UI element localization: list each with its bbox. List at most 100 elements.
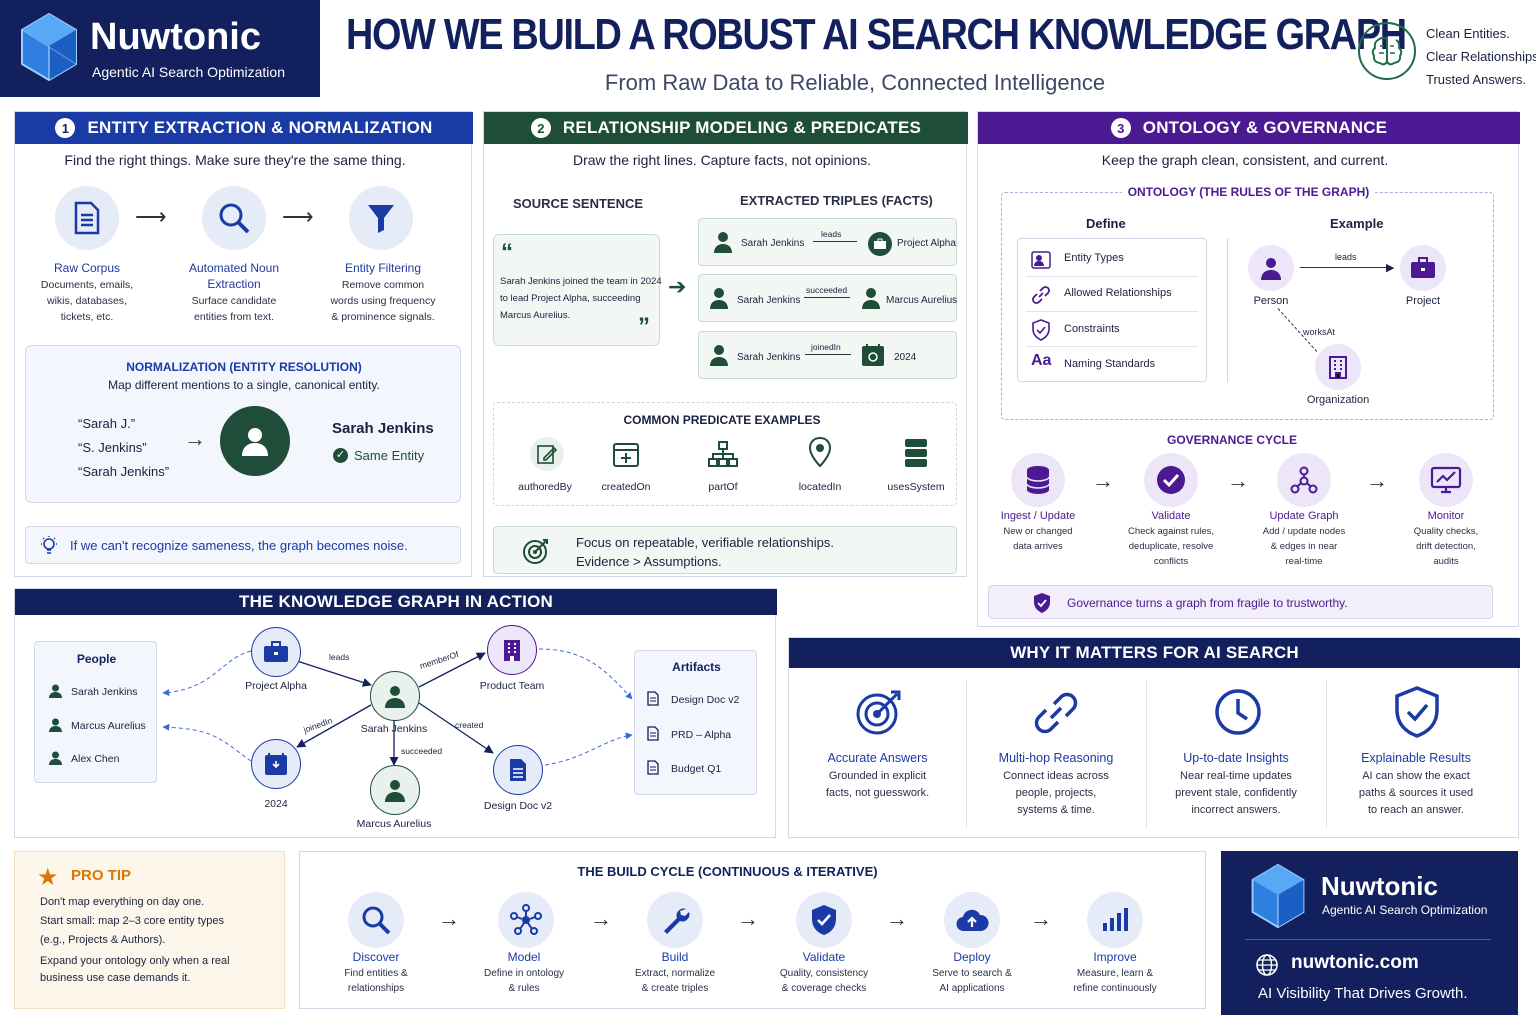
section-1-title: ENTITY EXTRACTION & NORMALIZATION <box>87 118 433 137</box>
network-icon <box>498 892 554 948</box>
cycle-step-desc: Measure, learn & <box>1076 968 1154 979</box>
predicate-label: locatedIn <box>798 481 842 493</box>
triple-card: Sarah Jenkins leads Project Alpha <box>698 218 957 266</box>
source-sentence-box: “ Sarah Jenkins joined the team in 2024 … <box>493 234 662 346</box>
nuwtonic-logo-icon <box>20 12 78 87</box>
quote-open-icon: “ <box>501 239 513 266</box>
gov-step-desc: Quality checks, <box>1413 526 1479 537</box>
tip-line: business use case demands it. <box>40 972 191 984</box>
typography-icon: Aa <box>1031 352 1052 369</box>
triple-object: 2024 <box>894 352 917 363</box>
brain-icon <box>1358 22 1416 80</box>
why-item-title: Up-to-date Insights <box>1183 751 1289 765</box>
focus-line-1: Focus on repeatable, verifiable relation… <box>576 535 834 550</box>
edge-worksat: worksAt <box>1303 327 1336 337</box>
predicate-title: COMMON PREDICATE EXAMPLES <box>623 413 821 427</box>
ontology-box: ONTOLOGY (THE RULES OF THE GRAPH) Define… <box>1001 185 1494 420</box>
why-explainable: Explainable Results AI can show the exac… <box>1326 751 1506 819</box>
gov-step-validate: Validate Check against rules, deduplicat… <box>1111 510 1231 569</box>
arrow-right-icon: → <box>1030 906 1052 931</box>
nuwtonic-logo-icon <box>1249 863 1307 934</box>
footer-website-link[interactable]: nuwtonic.com <box>1291 952 1419 973</box>
shield-check-icon <box>1031 319 1051 346</box>
arrow-right-icon: ⟶ <box>135 204 167 229</box>
artifact-name: PRD – Alpha <box>671 729 732 741</box>
section-2-number: 2 <box>530 118 551 138</box>
why-item-desc: systems & time. <box>1017 804 1095 816</box>
triple-subject: Sarah Jenkins <box>741 238 805 249</box>
cycle-step-desc: Quality, consistency <box>779 968 869 979</box>
document-icon <box>647 726 659 746</box>
step-desc: Documents, emails, <box>40 279 134 291</box>
artifact-name: Design Doc v2 <box>671 694 740 706</box>
shield-check-icon <box>796 892 852 948</box>
step-desc: entities from text. <box>194 311 274 323</box>
cycle-step-improve: Improve Measure, learn & refine continuo… <box>1055 950 1175 996</box>
people-icon <box>1031 251 1051 274</box>
step-title-2: Extraction <box>207 277 261 291</box>
section-3-title: ONTOLOGY & GOVERNANCE <box>1142 118 1388 137</box>
gov-step-ingest: Ingest / Update New or changed data arri… <box>978 510 1098 554</box>
same-entity-label: Same Entity <box>354 448 425 463</box>
section-3-intro: Keep the graph clean, consistent, and cu… <box>1101 152 1389 168</box>
step-title: Entity Filtering <box>344 261 422 275</box>
step-noun-extraction: Automated Noun Extraction Surface candid… <box>172 261 296 325</box>
link-icon <box>1031 688 1081 743</box>
cycle-step-deploy: Deploy Serve to search & AI applications <box>912 950 1032 996</box>
people-box: People Sarah Jenkins Marcus Aurelius Ale… <box>34 641 157 783</box>
location-pin-icon <box>803 435 837 469</box>
cycle-step-discover: Discover Find entities & relationships <box>316 950 436 996</box>
sarah-jenkins-node-icon <box>370 671 420 721</box>
focus-box: Focus on repeatable, verifiable relation… <box>493 526 957 574</box>
normalization-box: NORMALIZATION (ENTITY RESOLUTION) Map di… <box>25 345 461 503</box>
triple-predicate: joinedIn <box>811 342 841 352</box>
artifacts-title: Artifacts <box>672 660 721 674</box>
tip-line: Don't map everything on day one. <box>40 896 205 908</box>
step-desc: & prominence signals. <box>331 311 435 323</box>
build-cycle-title: THE BUILD CYCLE (CONTINUOUS & ITERATIVE) <box>577 864 878 879</box>
node-label: Sarah Jenkins <box>360 723 428 735</box>
governance-note-text: Governance turns a graph from fragile to… <box>1067 596 1348 610</box>
mention: “S. Jenkins” <box>78 440 147 455</box>
person-icon <box>709 287 729 314</box>
cycle-step-title: Deploy <box>953 950 991 964</box>
define-label: Define <box>1086 216 1126 231</box>
target-icon <box>855 688 903 741</box>
tip-box: If we can't recognize sameness, the grap… <box>25 526 461 564</box>
year-node-icon <box>251 739 301 789</box>
section-2-intro: Draw the right lines. Capture facts, not… <box>572 152 872 168</box>
header-badges: Clean Entities. Clear Relationships. Tru… <box>1426 22 1536 91</box>
governance-note: Governance turns a graph from fragile to… <box>988 585 1493 619</box>
step-desc: tickets, etc. <box>60 311 114 323</box>
why-item-desc: to reach an answer. <box>1367 804 1464 816</box>
person-icon <box>220 406 290 476</box>
governance-title: GOVERNANCE CYCLE <box>1166 433 1297 447</box>
define-item: Naming Standards <box>1064 358 1156 370</box>
why-item-desc: facts, not guesswork. <box>825 787 930 799</box>
triple-predicate: leads <box>821 229 842 239</box>
person-icon <box>709 344 729 371</box>
person-icon <box>1248 245 1294 291</box>
shield-check-icon <box>1032 592 1052 619</box>
badge-clear-relationships: Clear Relationships. <box>1426 49 1536 64</box>
step-desc: Remove common <box>341 279 425 291</box>
hierarchy-icon <box>706 437 740 471</box>
step-title: Raw Corpus <box>53 261 121 275</box>
predicate-label: usesSystem <box>887 481 945 493</box>
search-icon <box>348 892 404 948</box>
arrow-right-icon: → <box>1366 468 1388 493</box>
bar-chart-icon <box>1087 892 1143 948</box>
why-header: WHY IT MATTERS FOR AI SEARCH <box>789 638 1520 668</box>
why-it-matters-panel: WHY IT MATTERS FOR AI SEARCH Accurate An… <box>788 637 1520 838</box>
kg-header: THE KNOWLEDGE GRAPH IN ACTION <box>15 589 777 615</box>
cycle-step-desc: Extract, normalize <box>634 968 716 979</box>
search-icon <box>202 186 266 250</box>
focus-line-2: Evidence > Assumptions. <box>576 554 722 569</box>
why-item-title: Accurate Answers <box>827 751 928 765</box>
cycle-step-desc: & coverage checks <box>781 983 867 994</box>
why-item-desc: incorrect answers. <box>1191 804 1281 816</box>
database-icon <box>1011 453 1065 507</box>
clock-icon <box>1214 688 1262 741</box>
